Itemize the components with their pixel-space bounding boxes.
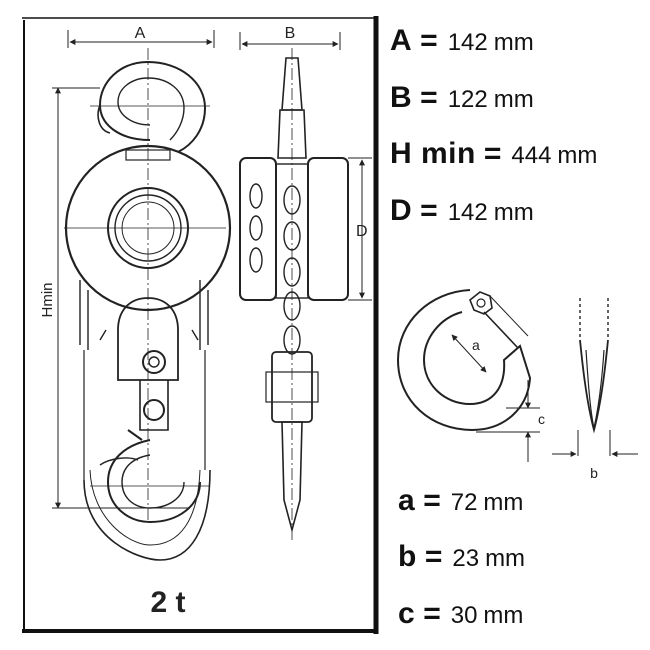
- label-hook-c: c: [538, 411, 545, 427]
- drawing-frame: [22, 16, 379, 634]
- label-Hmin: Hmin: [39, 282, 56, 317]
- equals-sign: =: [420, 81, 438, 114]
- dim-row-A: A = 142 mm: [390, 24, 534, 58]
- dim-value: 23: [452, 545, 480, 572]
- dim-key: c: [398, 597, 416, 630]
- dim-unit: mm: [493, 86, 534, 113]
- hoist-side-view: [239, 32, 372, 540]
- capacity-label: 2 t: [150, 586, 185, 619]
- dim-value: 122: [447, 86, 488, 113]
- dim-value: 72: [450, 489, 478, 516]
- dim-row-D: D = 142 mm: [390, 194, 534, 228]
- dim-row-B: B = 122 mm: [390, 81, 534, 115]
- dim-key: A: [390, 24, 413, 57]
- dim-value: 444: [511, 142, 552, 169]
- dim-unit: mm: [493, 29, 534, 56]
- equals-sign: =: [420, 194, 438, 227]
- equals-sign: =: [423, 484, 441, 517]
- dim-key: H min: [390, 137, 476, 170]
- dim-key: a: [398, 484, 416, 517]
- label-B: B: [285, 25, 296, 42]
- dim-key: B: [390, 81, 413, 114]
- hook-section-view: [552, 298, 638, 457]
- hook-detail: [396, 289, 540, 462]
- label-hook-b: b: [590, 465, 598, 481]
- hoist-front-view: [52, 30, 232, 561]
- dim-value: 142: [447, 29, 488, 56]
- dim-row-c: c = 30 mm: [398, 597, 523, 631]
- label-hook-a: a: [472, 337, 480, 353]
- equals-sign: =: [483, 137, 502, 170]
- dim-unit: mm: [483, 489, 524, 516]
- dim-value: 30: [450, 602, 478, 629]
- dim-unit: mm: [483, 602, 524, 629]
- dim-row-Hmin: H min = 444 mm: [390, 137, 597, 171]
- dim-key: b: [398, 540, 417, 573]
- dim-row-b: b = 23 mm: [398, 540, 525, 574]
- dim-unit: mm: [493, 199, 534, 226]
- dim-unit: mm: [557, 142, 598, 169]
- equals-sign: =: [420, 24, 438, 57]
- dim-unit: mm: [485, 545, 526, 572]
- dim-key: D: [390, 194, 413, 227]
- label-A: A: [135, 25, 146, 42]
- equals-sign: =: [424, 540, 443, 573]
- dim-row-a: a = 72 mm: [398, 484, 523, 518]
- label-D: D: [356, 223, 368, 240]
- equals-sign: =: [423, 597, 441, 630]
- dim-value: 142: [447, 199, 488, 226]
